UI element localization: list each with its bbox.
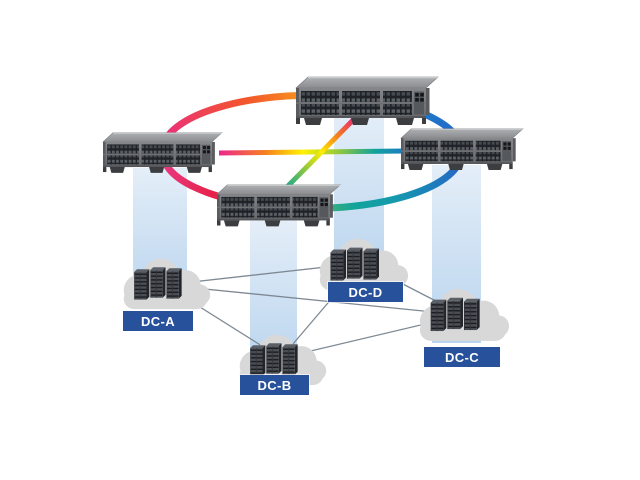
spine-switch-top (295, 76, 439, 126)
spine-switch-bottom (216, 184, 341, 227)
dc-a-label: DC-A (123, 311, 193, 331)
dc-d-label: DC-D (328, 282, 403, 302)
dc-b-label: DC-B (240, 375, 309, 395)
dc-c-label: DC-C (424, 347, 500, 367)
link-top-bottom (281, 111, 362, 193)
spine-switch-right (400, 128, 524, 171)
datacenter-mesh-lines (164, 262, 464, 359)
spine-switch-left (102, 132, 223, 174)
switch-cross-links (218, 111, 407, 193)
mesh-line-dc-a-dc-c (164, 284, 464, 316)
link-left-right (218, 148, 407, 156)
